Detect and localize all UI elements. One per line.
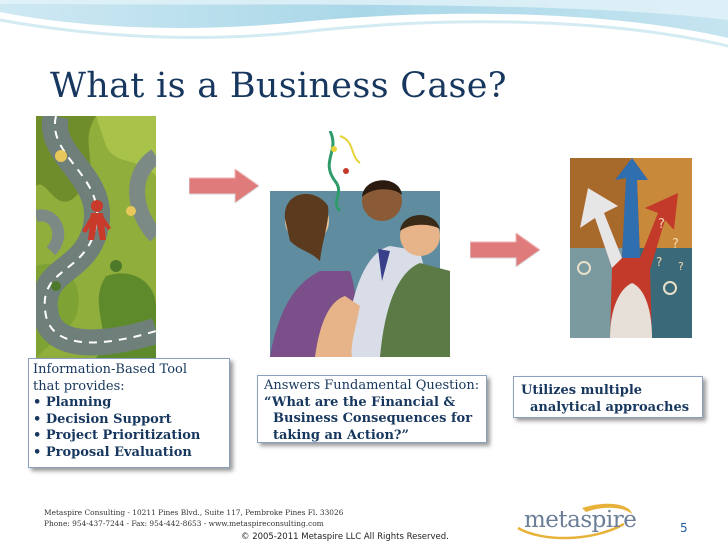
right-arrow-icon — [189, 169, 259, 203]
box-right-line-2: analytical approaches — [530, 399, 690, 415]
box-middle-line-1: Answers Fundamental Question: — [264, 378, 480, 393]
right-arrow-icon — [470, 233, 540, 267]
box-left-item: • Proposal Evaluation — [33, 444, 192, 460]
info-box-left: Information-Based Tool that provides: • … — [28, 358, 230, 468]
people-thinking-clipart-icon — [260, 131, 450, 357]
metaspire-logo: metaspire — [512, 498, 637, 544]
box-right-line-1: Utilizes multiple — [521, 383, 643, 398]
box-left-heading-1: Information-Based Tool — [33, 362, 188, 377]
choice-arrows-clipart-icon: ? ? ? ? — [570, 158, 692, 338]
page-number: 5 — [680, 521, 688, 535]
info-box-middle: Answers Fundamental Question: “What are … — [257, 375, 487, 443]
box-middle-line-2: “What are the Financial & — [264, 394, 456, 410]
metaspire-swoosh-icon — [517, 503, 632, 540]
box-left-item: • Decision Support — [33, 411, 172, 427]
header-banner — [0, 0, 728, 48]
box-middle-line-3: Business Consequences for — [273, 411, 473, 426]
svg-text:?: ? — [658, 217, 665, 232]
road-clipart-icon — [36, 116, 156, 358]
footer-contact-info: Metaspire Consulting - 10211 Pines Blvd.… — [44, 507, 343, 529]
svg-text:?: ? — [678, 260, 684, 273]
footer-address: Metaspire Consulting - 10211 Pines Blvd.… — [44, 508, 344, 517]
box-left-item: • Planning — [33, 395, 112, 410]
logo-text: metaspire — [524, 507, 637, 533]
box-left-item: • Project Prioritization — [33, 428, 201, 443]
box-middle-line-4: taking an Action?” — [273, 427, 410, 443]
slide-title: What is a Business Case? — [50, 66, 507, 106]
footer-contact: Phone: 954-437-7244 - Fax: 954-442-8653 … — [44, 519, 324, 528]
box-left-heading-2: that provides: — [33, 378, 125, 394]
info-box-right: Utilizes multiple analytical approaches — [513, 376, 703, 418]
svg-text:?: ? — [656, 255, 662, 269]
svg-text:?: ? — [672, 237, 679, 252]
copyright-text: © 2005-2011 Metaspire LLC All Rights Res… — [241, 532, 449, 542]
